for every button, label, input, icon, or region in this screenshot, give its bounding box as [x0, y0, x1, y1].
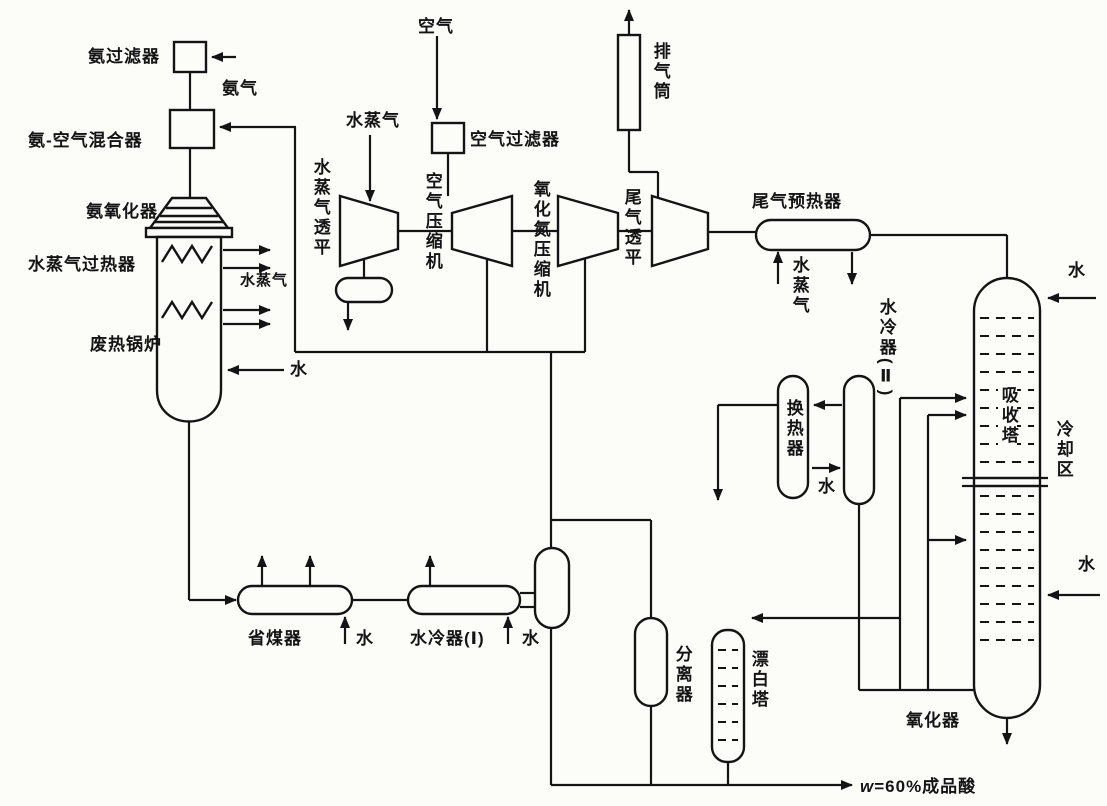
label-ammonia-filter: 氨过滤器 [88, 47, 160, 66]
air-compressor-shape [450, 194, 514, 268]
label-ammonia-oxidizer: 氨氧化器 [86, 202, 158, 221]
label-tail-gas-turbine: 尾气透平 [621, 188, 641, 268]
exhaust-stack-shape [616, 33, 642, 132]
product-acid-text: =60%成品酸 [874, 777, 977, 796]
bleaching-tower-shape [710, 628, 746, 764]
tail-gas-preheater-shape [754, 218, 872, 252]
label-economizer-water: 水 [356, 629, 374, 648]
label-water-cooler-1: 水冷器(Ⅰ) [410, 629, 485, 648]
label-tail-gas-preheater: 尾气预热器 [752, 192, 842, 211]
label-separator: 分离器 [672, 645, 692, 705]
condenser-shape [334, 276, 394, 304]
label-water-cooler-2: 水冷器(Ⅱ) [876, 298, 896, 399]
ammonia-air-mixer-shape [168, 108, 216, 150]
label-ammonia-gas: 氨气 [222, 79, 258, 98]
label-steam-turbine: 水蒸气透平 [310, 158, 330, 258]
label-air-compressor: 空气压缩机 [422, 172, 442, 272]
label-air: 空气 [418, 17, 454, 36]
label-steam-out: 水蒸气 [240, 272, 289, 289]
waste-heat-boiler-shape [155, 235, 223, 423]
label-steam-superheater: 水蒸气过热器 [28, 255, 136, 274]
label-air-filter: 空气过滤器 [470, 130, 560, 149]
separator-shape [633, 616, 669, 708]
air-filter-shape [430, 121, 466, 155]
label-waste-heat-boiler: 废热锅炉 [90, 335, 162, 354]
absorber-trays [980, 317, 1034, 641]
label-nox-compressor: 氧化氮压缩机 [530, 180, 550, 300]
water-cooler-1-shape [406, 584, 522, 616]
pipe-lines [187, 9, 1100, 790]
label-absorption-tower: 吸收塔 [998, 385, 1018, 447]
water-cooler-2-shape [842, 374, 876, 506]
product-acid-symbol: w [860, 777, 875, 796]
tail-gas-turbine-shape [650, 194, 710, 268]
label-heat-exchanger: 换热器 [783, 398, 803, 460]
ammonia-filter-shape [172, 40, 208, 74]
economizer-shape [236, 584, 354, 616]
label-tower-top-water: 水 [1068, 261, 1086, 280]
label-cooling-zone: 冷却区 [1053, 420, 1073, 480]
label-economizer: 省煤器 [248, 629, 302, 648]
label-tower-mid-water: 水 [1078, 555, 1096, 574]
label-cooler1-water: 水 [522, 629, 540, 648]
label-product-acid: w=60%成品酸 [860, 777, 977, 797]
ammonia-oxidizer-shape [144, 196, 234, 239]
boiler-coil [160, 299, 214, 321]
knockout-drum-shape [533, 546, 571, 630]
label-steam-turbine-inlet: 水蒸气 [346, 111, 400, 130]
label-ammonia-air-mixer: 氨-空气混合器 [28, 131, 143, 150]
label-bleaching-tower: 漂白塔 [748, 650, 768, 710]
label-exhaust-stack: 排气筒 [650, 42, 670, 102]
label-water-boiler: 水 [290, 360, 308, 379]
absorption-tower-shape [972, 276, 1042, 720]
label-cooler2-water: 水 [818, 477, 836, 496]
label-preheater-steam: 水蒸气 [789, 256, 809, 316]
superheater-coil [160, 243, 214, 265]
label-oxidizer: 氧化器 [906, 711, 960, 730]
nox-compressor-shape [556, 194, 620, 268]
steam-turbine-shape [338, 194, 400, 268]
